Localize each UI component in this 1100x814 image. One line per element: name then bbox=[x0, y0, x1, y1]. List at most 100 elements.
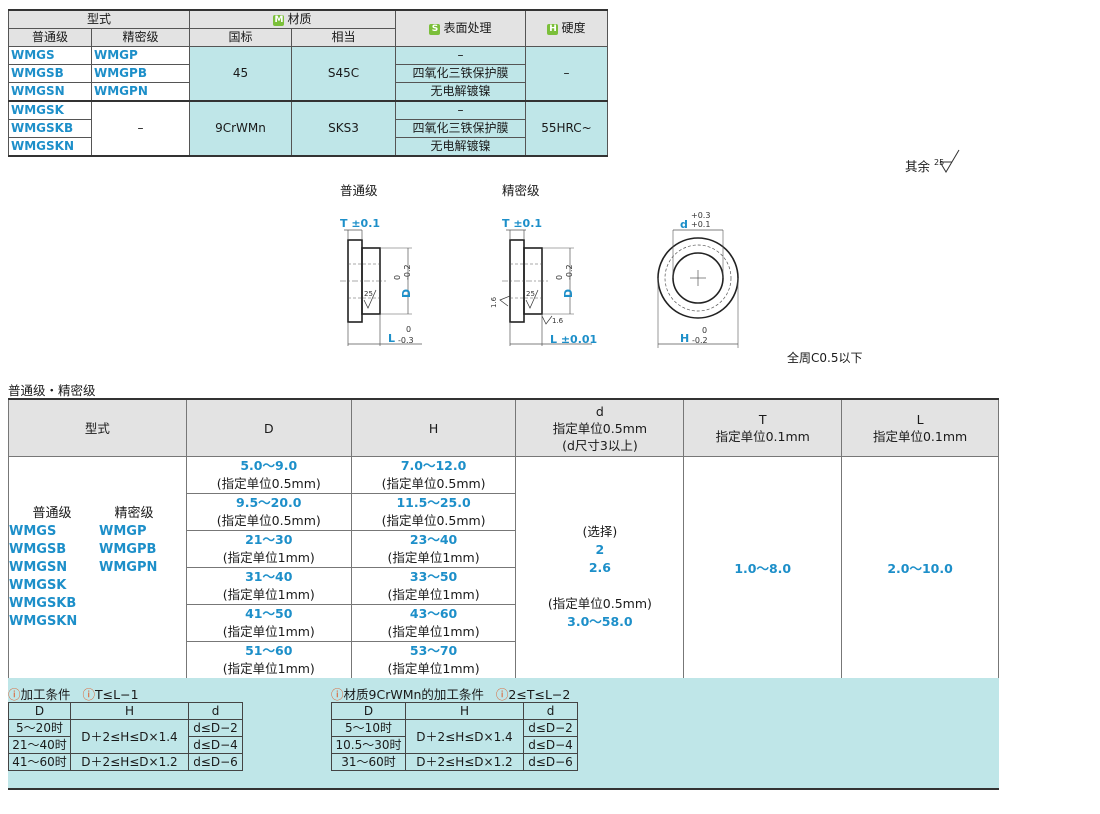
spec-caption: 普通级・精密级 bbox=[8, 383, 96, 398]
normal-model-column: 普通级 WMGS WMGSB WMGSN WMGSK WMGSKB WMGSKN bbox=[9, 505, 99, 631]
model-code[interactable]: WMGSKN bbox=[8, 137, 92, 157]
surface-treatment: – bbox=[395, 46, 526, 65]
svg-text:25: 25 bbox=[364, 290, 373, 298]
precision-grade-header: 精密级 bbox=[91, 28, 190, 47]
warning-icon: ⓘ bbox=[331, 687, 344, 702]
model-code[interactable]: WMGS bbox=[8, 46, 92, 65]
surface-treatment: 无电解镀镍 bbox=[395, 82, 526, 102]
l-tolerance-label: L bbox=[388, 332, 395, 345]
svg-text:-0.3: -0.3 bbox=[398, 336, 414, 345]
l-range-cell: 2.0～10.0 bbox=[841, 456, 999, 680]
d-range-cell: 5.0～9.0(指定单位0.5mm) bbox=[185, 456, 352, 494]
left-condition-title: ⓘ加工条件 ⓘT≤L−1 bbox=[8, 687, 139, 702]
surface-treatment: 无电解镀镍 bbox=[395, 137, 526, 157]
model-code[interactable]: WMGSB bbox=[9, 541, 67, 557]
national-std-header: 国标 bbox=[189, 28, 292, 47]
precision-model-column: 精密级 WMGP WMGPB WMGPN bbox=[99, 505, 185, 577]
d-col-header: D bbox=[185, 398, 352, 457]
precision-grade-title: 精密级 bbox=[502, 183, 540, 198]
svg-text:+0.1: +0.1 bbox=[691, 220, 710, 229]
model-code[interactable]: WMGSN bbox=[9, 559, 68, 575]
surface-treatment: 四氧化三铁保护膜 bbox=[395, 119, 526, 138]
front-view-drawing: d +0.3 +0.1 H 0 -0.2 bbox=[657, 211, 739, 348]
model-code[interactable]: WMGPN bbox=[91, 82, 190, 102]
model-code[interactable]: WMGSN bbox=[8, 82, 92, 102]
h-range-cell: 43～60(指定单位1mm) bbox=[350, 604, 517, 642]
national-material: 45 bbox=[189, 46, 292, 102]
rest-roughness-note: 其余 25 bbox=[905, 158, 945, 174]
model-col-header: 型式 bbox=[8, 398, 187, 457]
equivalent-header: 相当 bbox=[291, 28, 396, 47]
right-condition-title: ⓘ材质9CrWMn的加工条件 ⓘ2≤T≤L−2 bbox=[331, 687, 571, 702]
d-bore-label: d bbox=[680, 218, 688, 231]
normal-grade-drawing: T ±0.1 D 0 -0.2 25 L 0 -0.3 bbox=[340, 217, 422, 346]
bore-col-header: d 指定单位0.5mm (d尺寸3以上) bbox=[515, 398, 685, 457]
warning-icon: ⓘ bbox=[495, 687, 509, 702]
model-code[interactable]: WMGP bbox=[91, 46, 190, 65]
model-code[interactable]: WMGSK bbox=[8, 100, 92, 120]
roughness-symbol-icon bbox=[499, 295, 511, 307]
t-tolerance-label: T ±0.1 bbox=[502, 217, 542, 230]
d-range-cell: 51～60(指定单位1mm) bbox=[185, 641, 352, 680]
model-header: 型式 bbox=[8, 9, 190, 29]
t-range-cell: 1.0～8.0 bbox=[683, 456, 843, 680]
model-list: 普通级 WMGS WMGSB WMGSN WMGSK WMGSKB WMGSKN… bbox=[8, 456, 187, 680]
surface-badge-icon: S bbox=[429, 24, 441, 35]
d-tolerance-label: D bbox=[400, 289, 413, 298]
h-range-cell: 11.5～25.0(指定单位0.5mm) bbox=[350, 493, 517, 531]
svg-text:25: 25 bbox=[526, 290, 535, 298]
precision-none: – bbox=[91, 100, 190, 157]
d-range-cell: 21～30(指定单位1mm) bbox=[185, 530, 352, 568]
roughness-symbol-icon bbox=[363, 289, 377, 309]
warning-icon: ⓘ bbox=[8, 687, 21, 702]
model-code[interactable]: WMGPN bbox=[99, 559, 158, 575]
d-range-cell: 9.5～20.0(指定单位0.5mm) bbox=[185, 493, 352, 531]
machining-conditions-panel: ⓘ加工条件 ⓘT≤L−1 D H d 5～20时 D＋2≤H≤D×1.4 d≤D… bbox=[8, 678, 999, 790]
model-code[interactable]: WMGSKB bbox=[8, 119, 92, 138]
model-code[interactable]: WMGP bbox=[99, 523, 147, 539]
t-tolerance-label: T ±0.1 bbox=[340, 217, 380, 230]
svg-text:0: 0 bbox=[406, 325, 411, 334]
t-col-header: T 指定单位0.1mm bbox=[683, 398, 843, 457]
svg-text:1.6: 1.6 bbox=[490, 296, 498, 308]
national-material: 9CrWMn bbox=[189, 100, 292, 157]
hardness-value: 55HRC~ bbox=[525, 100, 608, 157]
material-badge-icon: M bbox=[273, 15, 285, 26]
surface-treatment: 四氧化三铁保护膜 bbox=[395, 64, 526, 83]
model-code[interactable]: WMGPB bbox=[99, 541, 157, 557]
h-range-cell: 53～70(指定单位1mm) bbox=[350, 641, 517, 680]
h-range-cell: 33～50(指定单位1mm) bbox=[350, 567, 517, 605]
roughness-symbol-icon bbox=[541, 315, 553, 325]
part-drawings: T ±0.1 D 0 -0.2 25 L 0 -0.3 T ±0.1 bbox=[340, 211, 739, 348]
warning-icon: ⓘ bbox=[82, 687, 96, 702]
model-code[interactable]: WMGSB bbox=[8, 64, 92, 83]
model-code[interactable]: WMGS bbox=[9, 523, 57, 539]
d-range-cell: 31～40(指定单位1mm) bbox=[185, 567, 352, 605]
hardness-value: – bbox=[525, 46, 608, 102]
equivalent-material: S45C bbox=[291, 46, 396, 102]
svg-text:-0.2: -0.2 bbox=[565, 264, 574, 280]
model-code[interactable]: WMGSK bbox=[9, 577, 67, 593]
bore-range-cell: (选择) 2 2.6 (指定单位0.5mm) 3.0～58.0 bbox=[515, 456, 685, 680]
normal-grade-title: 普通级 bbox=[340, 183, 378, 198]
model-code[interactable]: WMGPB bbox=[91, 64, 190, 83]
normal-grade-header: 普通级 bbox=[8, 28, 92, 47]
spec-table: 型式 D H d 指定单位0.5mm (d尺寸3以上) T 指定单位0.1mm … bbox=[8, 398, 999, 680]
roughness-symbol-icon bbox=[525, 289, 539, 309]
precision-grade-drawing: T ±0.1 D 0 -0.2 25 1.6 1.6 L ±0.01 bbox=[490, 217, 597, 346]
h-col-header: H bbox=[350, 398, 517, 457]
model-code[interactable]: WMGSKB bbox=[9, 595, 77, 611]
model-code[interactable]: WMGSKN bbox=[9, 613, 78, 629]
left-condition-table: D H d 5～20时 D＋2≤H≤D×1.4 d≤D−2 21～40时 d≤D… bbox=[8, 702, 243, 771]
rest-roughness-symbol-icon bbox=[939, 149, 960, 173]
svg-text:-0.2: -0.2 bbox=[692, 336, 708, 345]
d-tolerance-label: D bbox=[562, 289, 575, 298]
svg-text:0: 0 bbox=[702, 326, 707, 335]
svg-text:+0.3: +0.3 bbox=[691, 211, 710, 220]
h-range-cell: 7.0～12.0(指定单位0.5mm) bbox=[350, 456, 517, 494]
svg-text:-0.2: -0.2 bbox=[403, 264, 412, 280]
